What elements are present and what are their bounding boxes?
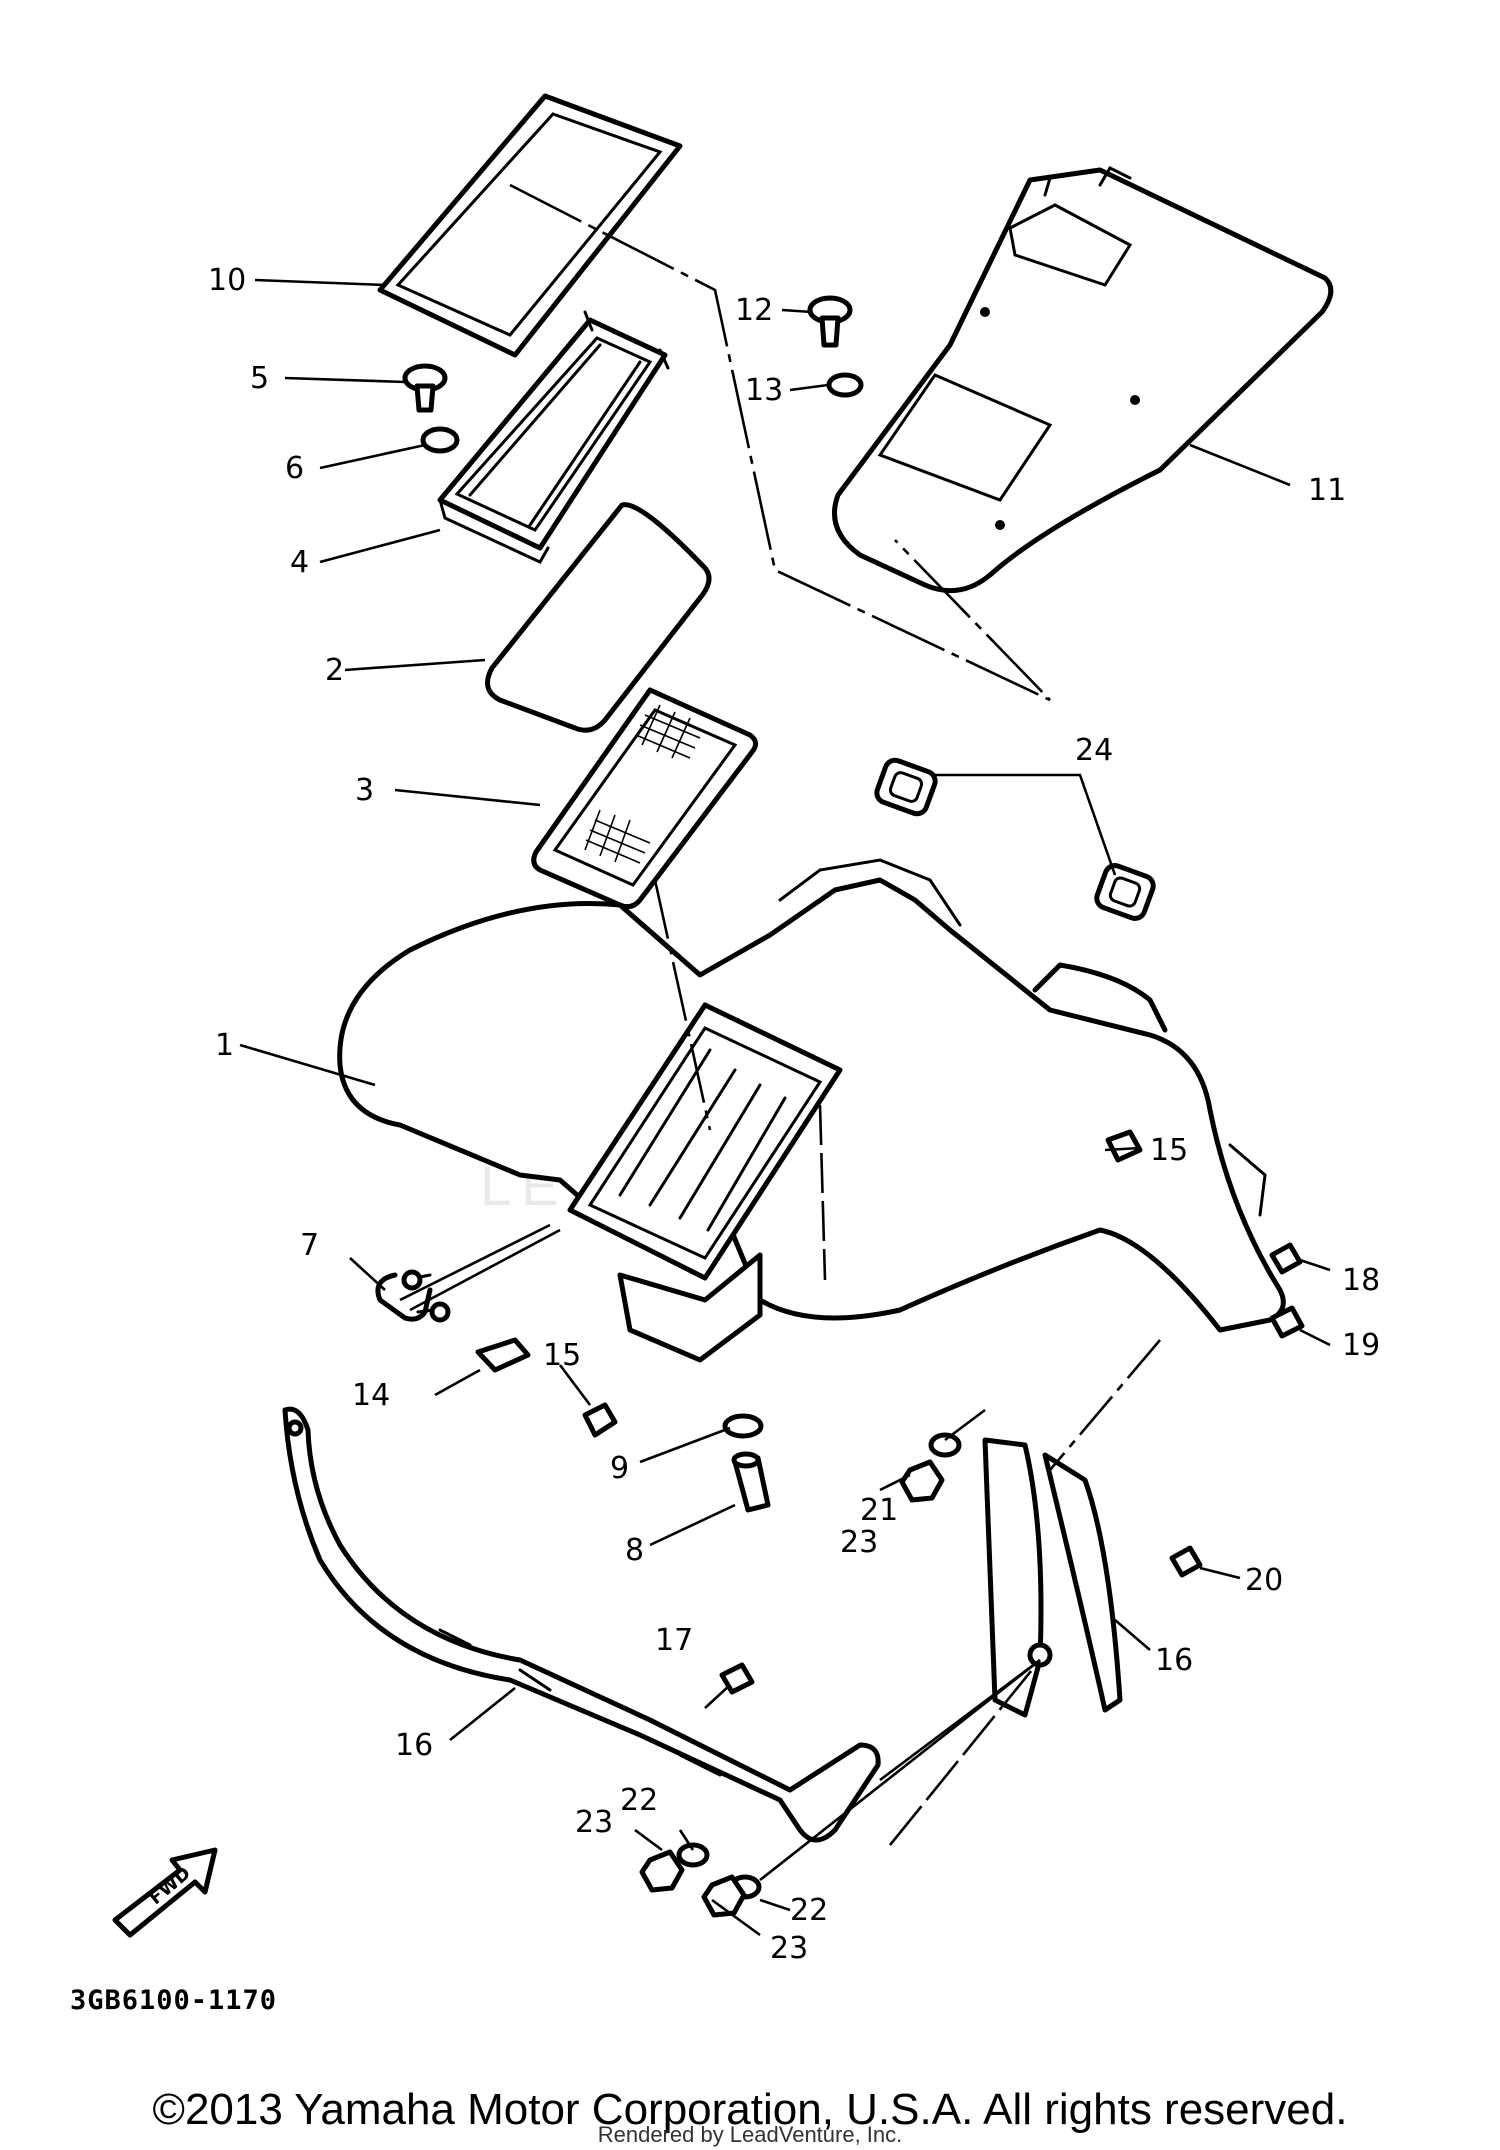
callout-4: 4 — [290, 545, 309, 580]
diagram-code: 3GB6100-1170 — [70, 1985, 278, 2016]
callout-1: 1 — [215, 1028, 234, 1063]
callout-5: 5 — [250, 361, 269, 396]
part-6-washer — [420, 426, 460, 454]
part-24-grommets — [874, 757, 1156, 921]
part-16-flap — [982, 1437, 1123, 1718]
callout-15-a: 15 — [543, 1338, 581, 1373]
callout-22-b: 22 — [620, 1783, 658, 1818]
part-15-bolt-a — [582, 1402, 618, 1438]
callout-23-b: 23 — [575, 1805, 613, 1840]
part-3-element — [531, 687, 758, 910]
fwd-arrow-icon: FWD — [112, 1847, 218, 1938]
callout-22-a: 21 — [860, 1493, 898, 1528]
part-9-grommet — [722, 1413, 764, 1439]
callout-3: 3 — [355, 773, 374, 808]
part-23-nut-b — [639, 1849, 685, 1893]
part-12-screw — [807, 295, 853, 348]
part-20-bolt — [1269, 1305, 1305, 1339]
callout-17: 16 — [395, 1728, 433, 1763]
part-23-nut-c — [701, 1874, 747, 1918]
rendered-by-text: Rendered by LeadVenture, Inc. — [597, 2122, 903, 2147]
callout-14: 14 — [352, 1378, 390, 1413]
part-21-bolt — [1169, 1545, 1203, 1578]
part-19-bolt — [1269, 1242, 1303, 1275]
callout-6: 6 — [285, 451, 304, 486]
callout-19: 18 — [1342, 1263, 1380, 1298]
callout-10: 10 — [208, 263, 246, 298]
callout-12: 12 — [735, 293, 773, 328]
part-15-bolt-b — [1105, 1129, 1143, 1163]
callout-18: 17 — [655, 1623, 693, 1658]
part-13-washer — [826, 372, 864, 398]
callout-23-a: 23 — [840, 1525, 878, 1560]
callout-labels: 10 5 6 4 2 3 1 7 14 15 9 8 12 13 11 24 1… — [208, 263, 1380, 1966]
part-17-stay — [282, 1406, 881, 1843]
callout-15-b: 15 — [1150, 1133, 1188, 1168]
leader-lines — [239, 183, 1331, 1937]
part-4-tray — [437, 310, 670, 564]
callout-11: 11 — [1308, 473, 1346, 508]
part-22-washer-a — [928, 1432, 962, 1458]
callout-16: 16 — [1155, 1643, 1193, 1678]
part-14-clip — [475, 1337, 531, 1373]
part-5-screw — [402, 363, 448, 413]
part-8-damper — [731, 1451, 771, 1513]
part-23-nut-a — [899, 1459, 945, 1503]
callout-9: 9 — [610, 1451, 629, 1486]
part-10-seal-frame — [377, 93, 683, 358]
callout-13: 13 — [745, 373, 783, 408]
callout-20: 19 — [1342, 1328, 1380, 1363]
callout-22-c: 22 — [790, 1893, 828, 1928]
callout-21: 20 — [1245, 1563, 1283, 1598]
callout-7: 7 — [300, 1228, 319, 1263]
part-1-rear-fender — [337, 858, 1286, 1363]
callout-23-c: 23 — [770, 1931, 808, 1966]
part-11-seat-cover — [832, 166, 1334, 594]
part-2-lid — [485, 502, 712, 733]
callout-8: 8 — [625, 1533, 644, 1568]
callout-24: 24 — [1075, 733, 1113, 768]
copyright-text: ©2013 Yamaha Motor Corporation, U.S.A. A… — [152, 2085, 1348, 2134]
part-22-washer-b — [676, 1842, 710, 1868]
callout-2: 2 — [325, 653, 344, 688]
